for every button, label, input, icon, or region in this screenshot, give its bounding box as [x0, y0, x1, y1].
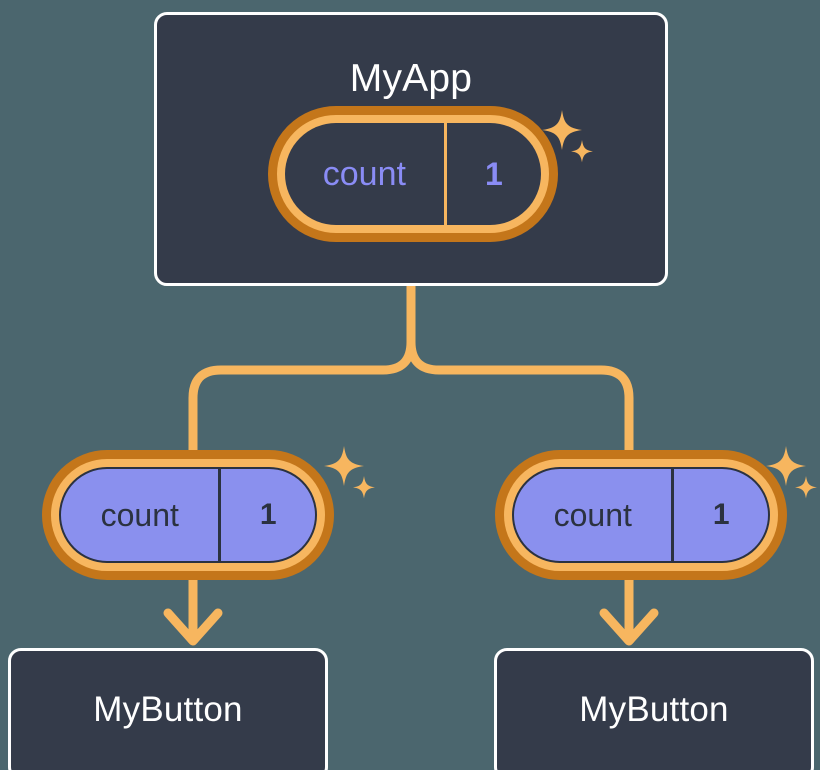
sparkle-icon-small — [353, 476, 375, 499]
myapp-title: MyApp — [349, 57, 473, 100]
mybutton-right-title: MyButton — [579, 690, 729, 729]
state-value-label: 1 — [443, 123, 541, 225]
state-value-label: 1 — [218, 469, 315, 561]
state-pill-myapp[interactable]: count 1 — [268, 106, 558, 242]
state-key-label: count — [100, 496, 179, 533]
mybutton-right-box[interactable]: MyButton — [494, 648, 814, 770]
sparkle-icon — [324, 446, 364, 486]
state-key-label: count — [322, 154, 406, 193]
state-pill-inner: count 1 — [59, 467, 317, 563]
state-key-label: count — [553, 496, 632, 533]
arrow-down-icon-right — [599, 608, 659, 646]
arrow-down-icon-left — [163, 608, 223, 646]
mybutton-left-title: MyButton — [93, 690, 243, 729]
connector-tree-path-right — [406, 281, 634, 457]
state-pill-inner: count 1 — [285, 123, 541, 225]
sparkle-icon-small — [795, 476, 817, 499]
state-pill-left-child[interactable]: count 1 — [42, 450, 334, 580]
mybutton-left-box[interactable]: MyButton — [8, 648, 328, 770]
state-pill-right-child[interactable]: count 1 — [495, 450, 787, 580]
state-pill-inner: count 1 — [512, 467, 770, 563]
connector-tree-path — [188, 281, 416, 457]
state-value-label: 1 — [671, 469, 768, 561]
